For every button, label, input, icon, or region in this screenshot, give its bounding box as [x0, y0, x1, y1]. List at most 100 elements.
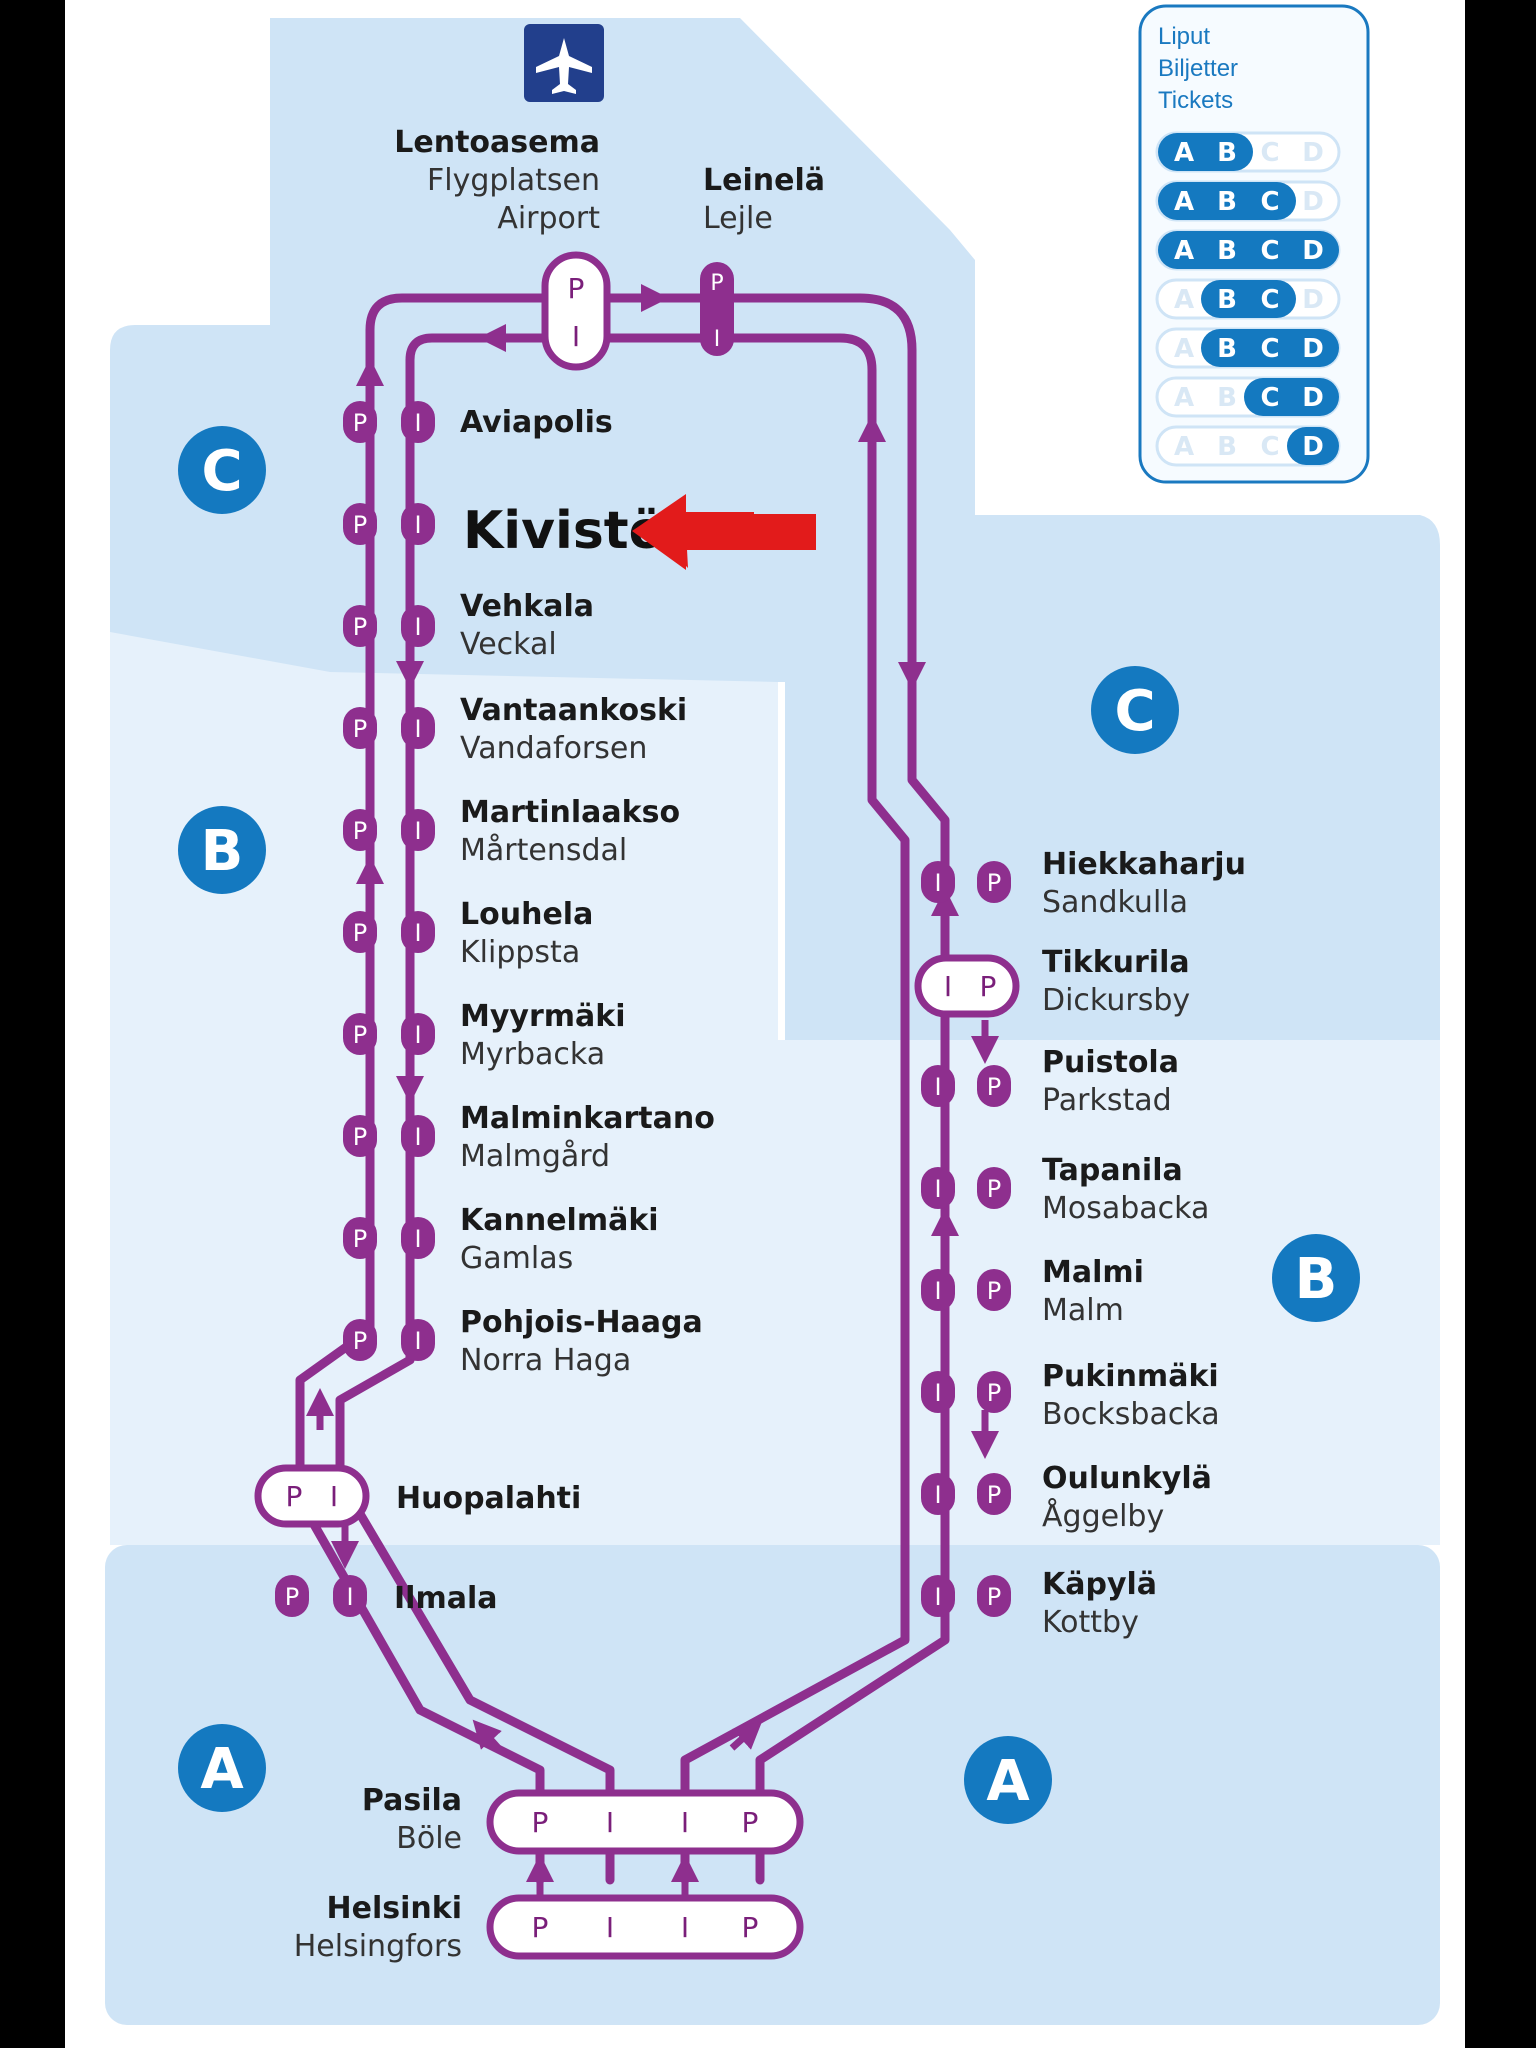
station-kivisto: Kivistö [463, 501, 664, 561]
zone-badge-a-right: A [964, 1736, 1052, 1824]
svg-text:Åggelby: Åggelby [1042, 1498, 1164, 1534]
svg-text:I: I [944, 970, 952, 1003]
svg-text:I: I [414, 1021, 421, 1049]
platform-dot: P [343, 911, 377, 953]
helsinki-platform-pill: P I I P [486, 1894, 804, 1960]
svg-text:P: P [742, 1806, 759, 1839]
platform-dot: I [921, 1167, 955, 1209]
svg-text:Böle: Böle [396, 1821, 462, 1856]
svg-text:P: P [987, 869, 1001, 897]
svg-text:P: P [987, 1277, 1001, 1305]
svg-text:Pasila: Pasila [362, 1783, 462, 1818]
svg-text:Vantaankoski: Vantaankoski [460, 693, 687, 728]
svg-text:I: I [414, 715, 421, 743]
svg-text:Norra Haga: Norra Haga [460, 1343, 631, 1378]
svg-text:Pukinmäki: Pukinmäki [1042, 1359, 1219, 1394]
airplane-icon [524, 24, 604, 102]
svg-text:I: I [414, 817, 421, 845]
svg-text:A: A [986, 1749, 1030, 1814]
svg-text:Malm: Malm [1042, 1293, 1124, 1328]
svg-text:Puistola: Puistola [1042, 1045, 1179, 1080]
svg-text:P: P [353, 511, 367, 539]
svg-text:I: I [934, 1073, 941, 1101]
svg-text:Vandaforsen: Vandaforsen [460, 731, 647, 766]
legend-zone-letter: A [1174, 187, 1194, 217]
svg-text:Hiekkaharju: Hiekkaharju [1042, 847, 1246, 882]
platform-dot: P [343, 1013, 377, 1055]
svg-text:P: P [353, 409, 367, 437]
svg-text:Myyrmäki: Myyrmäki [460, 999, 626, 1034]
svg-text:Gamlas: Gamlas [460, 1241, 573, 1276]
platform-dot: P [343, 401, 377, 443]
svg-text:Malmgård: Malmgård [460, 1139, 610, 1174]
platform-dot: P [343, 1115, 377, 1157]
platform-dot: P [977, 1473, 1011, 1515]
svg-text:I: I [414, 1123, 421, 1151]
svg-text:I: I [934, 869, 941, 897]
platform-dot: P [977, 861, 1011, 903]
legend-zone-letter: A [1174, 383, 1194, 413]
platform-dot: I [401, 1217, 435, 1259]
zone-badge-c-left: C [178, 426, 266, 514]
legend-zone-letter: D [1302, 334, 1324, 364]
station-leinela: Leinelä Lejle [703, 163, 825, 236]
legend-zone-letter: D [1302, 236, 1324, 266]
platform-dot: I [921, 1065, 955, 1107]
svg-text:I: I [414, 1327, 421, 1355]
svg-text:I: I [414, 1225, 421, 1253]
svg-text:P: P [353, 715, 367, 743]
legend-zone-letter: B [1217, 383, 1237, 413]
svg-text:I: I [714, 327, 721, 352]
legend-zone-letter: D [1302, 285, 1324, 315]
svg-text:P: P [987, 1073, 1001, 1101]
platform-dot: P [343, 1319, 377, 1361]
svg-text:P: P [353, 613, 367, 641]
airport-platform-pill: P I [541, 251, 611, 371]
svg-text:Kannelmäki: Kannelmäki [460, 1203, 659, 1238]
platform-dot: I [401, 707, 435, 749]
platform-dot: I [921, 1269, 955, 1311]
svg-text:I: I [330, 1480, 338, 1513]
platform-dot: P [343, 503, 377, 545]
platform-dot: P [977, 1575, 1011, 1617]
legend-zone-letter: C [1260, 285, 1279, 315]
station-huopalahti: Huopalahti [396, 1481, 581, 1516]
legend-zone-letter: C [1260, 432, 1279, 462]
svg-text:Flygplatsen: Flygplatsen [427, 163, 600, 198]
platform-dot: P [977, 1065, 1011, 1107]
legend-zone-letter: D [1302, 383, 1324, 413]
platform-dot: I [401, 605, 435, 647]
svg-text:Leinelä: Leinelä [703, 163, 825, 198]
svg-text:Tikkurila: Tikkurila [1042, 945, 1190, 980]
svg-text:Louhela: Louhela [460, 897, 593, 932]
svg-text:Parkstad: Parkstad [1042, 1083, 1172, 1118]
platform-dot: P [977, 1269, 1011, 1311]
station-lentoasema: Lentoasema Flygplatsen Airport [394, 125, 600, 236]
legend-zone-letter: A [1174, 334, 1194, 364]
zone-a-area [105, 1545, 1440, 2025]
station-ilmala: Ilmala [394, 1581, 497, 1616]
legend-zone-letter: A [1174, 285, 1194, 315]
svg-text:P: P [532, 1806, 549, 1839]
legend-zone-letter: D [1302, 138, 1324, 168]
svg-text:P: P [987, 1175, 1001, 1203]
svg-text:B: B [201, 819, 244, 884]
platform-dot: I [401, 1319, 435, 1361]
svg-text:I: I [572, 320, 580, 353]
legend-zone-letter: C [1260, 187, 1279, 217]
svg-text:P: P [980, 970, 997, 1003]
svg-text:P: P [353, 919, 367, 947]
platform-dot: P [343, 809, 377, 851]
